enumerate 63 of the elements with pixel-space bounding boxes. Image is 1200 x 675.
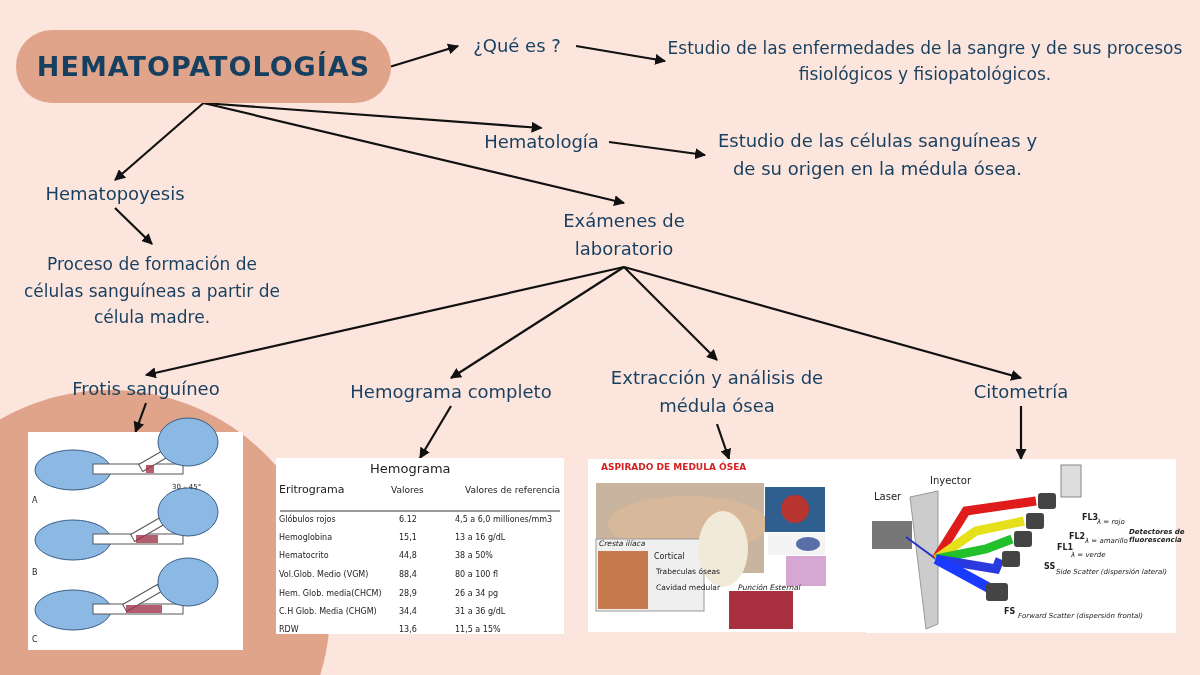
table-text: 38 a 50% xyxy=(455,552,493,561)
caption-label: A xyxy=(32,497,38,506)
arrow xyxy=(575,44,667,65)
caption-label: FL3 xyxy=(1082,514,1099,522)
table-text: Hem. Glob. media(CHCM) xyxy=(279,590,382,599)
table-text: 88,4 xyxy=(399,571,417,580)
arrow xyxy=(1015,406,1027,461)
table-text: C.H Glob. Media (CHGM) xyxy=(279,608,377,617)
concept-text: Frotis sanguíneo xyxy=(72,377,220,402)
caption-label: FS xyxy=(1004,608,1016,617)
caption-label: Cortical xyxy=(654,553,685,562)
table-text: RDW xyxy=(279,626,299,635)
arrow xyxy=(608,140,707,160)
arrow xyxy=(623,265,1023,381)
arrow xyxy=(715,423,731,461)
table-text: Valores de referencia xyxy=(465,486,561,496)
table-text: 13,6 xyxy=(399,626,417,635)
arrow xyxy=(390,43,460,68)
title-text: HEMATOPATOLOGÍAS xyxy=(36,49,371,84)
arrow xyxy=(133,402,148,434)
arrow xyxy=(114,102,205,181)
arrow xyxy=(419,405,452,459)
arrow xyxy=(144,265,625,379)
table-text: 4,5 a 6,0 milliones/mm3 xyxy=(455,516,553,525)
caption-label: B xyxy=(32,569,38,578)
concept-text: Estudio de las células sanguíneas y de su origen en la médula ósea. xyxy=(716,129,1039,181)
table-text: 13 a 16 g/dL xyxy=(455,534,506,543)
caption-label: Inyector xyxy=(930,475,971,486)
arrow xyxy=(450,266,625,379)
caption-label: Laser xyxy=(874,491,902,502)
table-text: 6.12 xyxy=(399,516,417,525)
caption-label: C xyxy=(32,636,38,645)
table-text: 15,1 xyxy=(399,534,417,543)
table-text: Glóbulos rojos xyxy=(279,516,336,525)
table-text: Hematocrito xyxy=(279,552,329,561)
table-text: Hemograma xyxy=(370,462,451,477)
arrow xyxy=(114,207,153,245)
caption-label: FL2 xyxy=(1069,533,1086,541)
concept-text: Exámenes de laboratorio xyxy=(562,209,686,261)
table-text: Vol.Glob. Medio (VGM) xyxy=(279,571,369,580)
table-text: 28,9 xyxy=(399,590,417,599)
table-text: 31 a 36 g/dL xyxy=(455,608,506,617)
caption-label: ASPIRADO DE MEDULA ÓSEA xyxy=(601,463,747,473)
concept-text: ¿Qué es ? xyxy=(473,34,561,59)
table-text: Valores xyxy=(391,486,424,496)
table-text: 44,8 xyxy=(399,552,417,561)
concept-text: Citometría xyxy=(973,380,1069,405)
concept-text: Hematología xyxy=(484,130,599,155)
table-text: 11,5 a 15% xyxy=(455,626,501,635)
concept-text: Proceso de formación de células sanguíneas a partir de célula madre. xyxy=(23,253,281,330)
concept-text: Hemograma completo xyxy=(350,380,552,405)
caption-label: FL1 xyxy=(1057,544,1074,552)
table-text: Eritrograma xyxy=(279,484,345,497)
concept-text: Hematopoyesis xyxy=(45,182,185,207)
concept-text: Estudio de las enfermedades de la sangre y de sus procesos fisiológicos y fisiopatológicos. xyxy=(666,36,1184,86)
arrow xyxy=(623,266,718,361)
concept-text: Extracción y análisis de médula ósea xyxy=(609,366,825,418)
arrow xyxy=(203,101,626,207)
caption-label: SS xyxy=(1044,563,1056,572)
table-text: 34,4 xyxy=(399,608,417,617)
table-text: Hemoglobina xyxy=(279,534,333,543)
table-text: 26 a 34 pg xyxy=(455,590,499,599)
table-text: 80 a 100 fl xyxy=(455,571,499,580)
